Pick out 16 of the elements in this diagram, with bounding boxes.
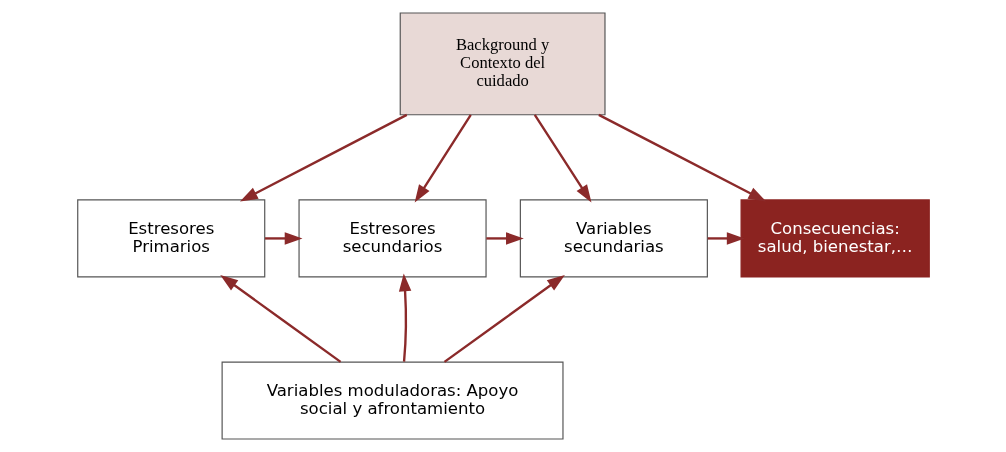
arrow: [414, 114, 472, 203]
arrow: [264, 232, 302, 245]
node-box: Variables secundarias: [519, 199, 708, 278]
arrow: [239, 113, 407, 202]
arrow: [398, 273, 411, 362]
node-box: Estresores secundarios: [297, 199, 487, 278]
arrow: [219, 274, 341, 363]
node-box: Background y Contexto del cuidado: [399, 12, 606, 116]
arrow: [533, 114, 591, 203]
arrow: [707, 232, 745, 245]
node-box: Consecuencias: salud, bienestar,…: [740, 199, 930, 278]
node-box: Estresores Primarios: [76, 199, 265, 278]
arrow: [485, 232, 524, 245]
node-box: Variables moduladoras: Apoyo social y afrontamiento: [221, 361, 564, 440]
arrow: [443, 274, 565, 363]
arrow: [597, 113, 766, 202]
